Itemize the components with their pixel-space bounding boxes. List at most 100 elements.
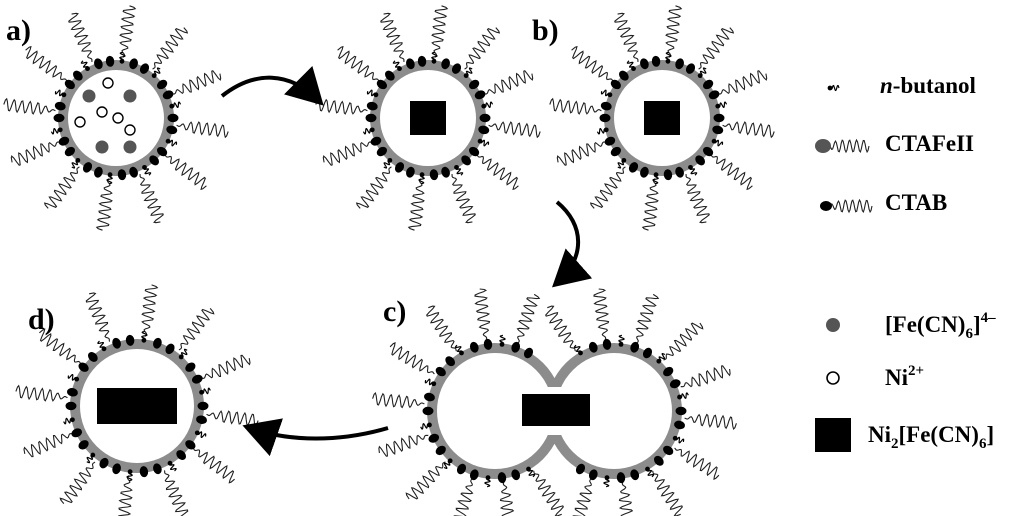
surfactant-tail bbox=[614, 12, 639, 62]
ctab-head bbox=[370, 136, 382, 146]
ctab-head bbox=[474, 90, 486, 100]
butanol-molecule bbox=[63, 417, 75, 425]
butanol-molecule bbox=[167, 460, 177, 472]
ctab-head bbox=[376, 79, 387, 90]
ctab-head bbox=[365, 113, 377, 123]
ctab-head bbox=[53, 113, 65, 123]
surfactant-tail bbox=[698, 27, 735, 70]
ctab-head bbox=[64, 146, 75, 157]
ctab-head bbox=[117, 169, 127, 181]
butanol-molecule bbox=[484, 475, 491, 488]
butanol-molecule bbox=[618, 334, 625, 347]
ctab-head bbox=[685, 63, 696, 74]
ctab-head bbox=[600, 101, 612, 111]
surfactant-tail bbox=[549, 97, 602, 115]
butanol-molecule bbox=[141, 330, 148, 343]
ctab-head bbox=[640, 166, 649, 178]
surfactant-tail bbox=[139, 174, 164, 224]
ctab-head bbox=[78, 362, 89, 372]
surfactant-tail bbox=[23, 432, 73, 458]
ctab-head bbox=[640, 58, 649, 70]
ctab-head bbox=[99, 457, 109, 469]
surfactant-tail bbox=[119, 5, 137, 58]
ctab-head bbox=[511, 341, 521, 353]
butanol-molecule bbox=[362, 127, 375, 135]
ctab-head bbox=[663, 445, 674, 456]
ctab-head bbox=[406, 58, 415, 70]
ctab-head bbox=[451, 63, 462, 74]
butanol-molecule bbox=[178, 348, 188, 360]
ctab-head bbox=[479, 113, 491, 123]
ctab-head bbox=[663, 366, 674, 377]
surfactant-tail bbox=[176, 121, 229, 139]
butanol-molecule bbox=[626, 60, 636, 72]
surfactant-tail bbox=[315, 97, 368, 115]
surfactant-tail bbox=[451, 174, 476, 224]
butanol-molecule bbox=[672, 435, 685, 444]
ctab-head bbox=[712, 125, 724, 135]
ctab-head bbox=[94, 166, 103, 178]
surfactant-tail bbox=[710, 154, 753, 191]
ctab-head bbox=[54, 101, 66, 111]
surfactant-tail bbox=[464, 27, 501, 70]
ctab-head bbox=[523, 347, 534, 359]
ctab-head bbox=[469, 79, 480, 90]
surfactant-tail bbox=[618, 481, 634, 516]
ctab-head bbox=[669, 379, 681, 389]
surfactant-tail bbox=[722, 121, 775, 139]
ctab-head bbox=[153, 463, 162, 475]
butanol-molecule bbox=[169, 101, 182, 109]
surfactant-tail bbox=[453, 477, 474, 516]
ctab-head bbox=[129, 58, 138, 70]
surfactant-tail bbox=[572, 477, 593, 516]
surfactant-tail bbox=[684, 413, 737, 431]
butanol-molecule bbox=[600, 89, 613, 98]
ctab-head bbox=[185, 362, 196, 372]
surfactant-tail bbox=[484, 70, 534, 95]
ctab-head bbox=[71, 428, 83, 438]
butanol-molecule bbox=[499, 334, 506, 347]
surfactant-tail bbox=[663, 322, 704, 361]
ctab-head bbox=[58, 136, 70, 146]
surfactant-tail bbox=[532, 470, 564, 516]
surfactant-tail bbox=[164, 154, 207, 191]
surfactant-tail bbox=[635, 293, 660, 345]
ctab-head bbox=[713, 113, 725, 123]
butanol-molecule bbox=[106, 172, 113, 185]
butanol-molecule bbox=[418, 172, 425, 185]
ctab-head bbox=[185, 440, 196, 450]
ctab-head bbox=[708, 90, 720, 100]
surfactant-tail bbox=[488, 121, 541, 139]
ctab-head bbox=[441, 58, 450, 70]
ctab-head bbox=[65, 401, 77, 411]
ctab-head bbox=[105, 55, 115, 67]
surfactant-tail bbox=[556, 141, 606, 166]
butanol-molecule bbox=[126, 469, 133, 482]
ctab-head bbox=[428, 433, 440, 443]
arrow-c-to-d bbox=[242, 418, 389, 457]
ctab-head bbox=[703, 146, 714, 157]
ferrocyanide-ion bbox=[123, 140, 137, 154]
butanol-molecule bbox=[86, 452, 96, 464]
ctab-head bbox=[695, 155, 705, 166]
butanol-molecule bbox=[711, 138, 724, 147]
ctab-head bbox=[406, 166, 415, 178]
ctab-head bbox=[469, 469, 479, 481]
ctab-head bbox=[139, 63, 150, 74]
ctab-head bbox=[630, 341, 640, 353]
surfactant-tail bbox=[680, 365, 731, 388]
butanol-molecule bbox=[443, 458, 453, 469]
surfactant-tail bbox=[431, 5, 449, 58]
surfactant-tail bbox=[95, 178, 113, 231]
surfactant-tail bbox=[10, 141, 60, 166]
ctab-head bbox=[610, 79, 621, 90]
ctab-head bbox=[157, 79, 168, 90]
butanol-molecule bbox=[645, 466, 655, 478]
surfactant-tail bbox=[685, 174, 710, 224]
ctab-head bbox=[197, 401, 209, 411]
surfactant-tail bbox=[322, 141, 372, 166]
surfactant-tail bbox=[59, 461, 96, 504]
ctab-head bbox=[675, 406, 687, 416]
nickel-ion bbox=[74, 116, 86, 128]
ctab-head bbox=[441, 166, 450, 178]
